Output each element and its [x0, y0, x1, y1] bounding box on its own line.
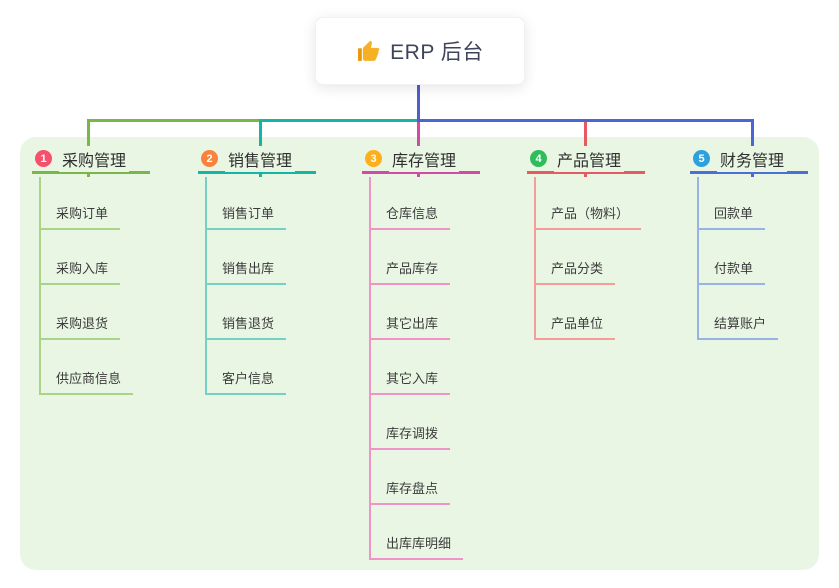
child-node-label: 库存盘点 [369, 479, 451, 505]
branch-node[interactable]: 5 财务管理 [690, 145, 808, 174]
branch-finance: 5 财务管理 回款单 付款单 结算账户 [690, 145, 808, 340]
branch-node[interactable]: 1 采购管理 [32, 145, 150, 174]
child-node-label: 销售出库 [205, 259, 287, 285]
child-node[interactable]: 其它出库 [369, 314, 451, 340]
child-node-label: 产品库存 [369, 259, 451, 285]
child-node-label: 客户信息 [205, 369, 287, 395]
child-node[interactable]: 回款单 [697, 204, 766, 230]
child-node[interactable]: 采购入库 [39, 259, 121, 285]
child-node-label: 付款单 [697, 259, 766, 285]
child-node-label: 回款单 [697, 204, 766, 230]
branch-node[interactable]: 4 产品管理 [527, 145, 645, 174]
child-node-label: 采购订单 [39, 204, 121, 230]
child-node[interactable]: 产品库存 [369, 259, 451, 285]
branch-child-spine [205, 177, 207, 395]
child-node-label: 库存调拨 [369, 424, 451, 450]
child-node[interactable]: 出库库明细 [369, 534, 464, 560]
child-node-label: 其它出库 [369, 314, 451, 340]
branches-panel [20, 137, 819, 570]
child-node[interactable]: 产品单位 [534, 314, 616, 340]
branch-child-spine [534, 177, 536, 340]
connector-branch1 [87, 119, 262, 122]
child-node[interactable]: 库存调拨 [369, 424, 451, 450]
child-node-label: 产品（物料） [534, 204, 642, 230]
child-node-label: 产品分类 [534, 259, 616, 285]
branch-child-spine [39, 177, 41, 395]
branch-node-label: 采购管理 [59, 145, 130, 172]
child-node[interactable]: 产品分类 [534, 259, 616, 285]
child-node-label: 采购退货 [39, 314, 121, 340]
branch-node-label: 产品管理 [554, 145, 625, 172]
child-node[interactable]: 产品（物料） [534, 204, 642, 230]
child-node-label: 产品单位 [534, 314, 616, 340]
branch-node-label: 财务管理 [717, 145, 788, 172]
branch-child-spine [369, 177, 371, 560]
branch-inventory: 3 库存管理 仓库信息 产品库存 其它出库 其它入库 库存调拨 库存盘点 出库库… [362, 145, 480, 560]
branch-product: 4 产品管理 产品（物料） 产品分类 产品单位 [527, 145, 645, 340]
branch-purchase: 1 采购管理 采购订单 采购入库 采购退货 供应商信息 [32, 145, 150, 395]
branch-node-label: 销售管理 [225, 145, 296, 172]
child-node[interactable]: 付款单 [697, 259, 766, 285]
branch-number-badge: 1 [35, 150, 52, 167]
branch-sales: 2 销售管理 销售订单 销售出库 销售退货 客户信息 [198, 145, 316, 395]
root-node[interactable]: ERP 后台 [315, 17, 525, 85]
branch-node[interactable]: 2 销售管理 [198, 145, 316, 174]
branch-number-badge: 3 [365, 150, 382, 167]
child-node[interactable]: 供应商信息 [39, 369, 134, 395]
branch-number-badge: 5 [693, 150, 710, 167]
root-connector-stem [417, 85, 420, 122]
branch-node[interactable]: 3 库存管理 [362, 145, 480, 174]
child-node-label: 结算账户 [697, 314, 779, 340]
child-node[interactable]: 仓库信息 [369, 204, 451, 230]
connector-branch2 [259, 119, 420, 122]
branch-number-badge: 4 [530, 150, 547, 167]
branch-node-label: 库存管理 [389, 145, 460, 172]
child-node[interactable]: 销售出库 [205, 259, 287, 285]
child-node[interactable]: 采购退货 [39, 314, 121, 340]
child-node[interactable]: 其它入库 [369, 369, 451, 395]
child-node-label: 出库库明细 [369, 534, 464, 560]
child-node[interactable]: 客户信息 [205, 369, 287, 395]
child-node-label: 仓库信息 [369, 204, 451, 230]
branch-child-spine [697, 177, 699, 340]
child-node[interactable]: 结算账户 [697, 314, 779, 340]
child-node[interactable]: 采购订单 [39, 204, 121, 230]
root-node-title: ERP 后台 [390, 41, 484, 64]
child-node-label: 销售订单 [205, 204, 287, 230]
child-node[interactable]: 库存盘点 [369, 479, 451, 505]
connector-branch5 [417, 119, 754, 122]
branch-number-badge: 2 [201, 150, 218, 167]
thumbs-up-icon [358, 40, 380, 61]
child-node-label: 采购入库 [39, 259, 121, 285]
child-node-label: 销售退货 [205, 314, 287, 340]
child-node[interactable]: 销售订单 [205, 204, 287, 230]
child-node-label: 其它入库 [369, 369, 451, 395]
child-node[interactable]: 销售退货 [205, 314, 287, 340]
child-node-label: 供应商信息 [39, 369, 134, 395]
